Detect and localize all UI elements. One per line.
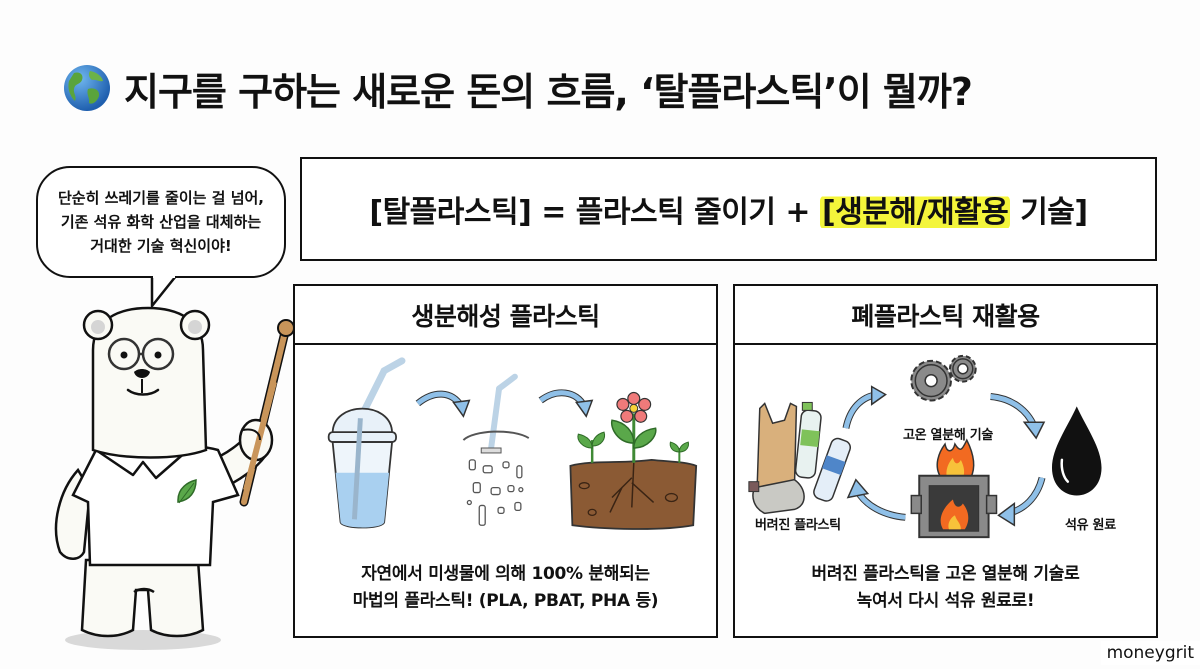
polar-bear-character: [54, 306, 295, 650]
caption-line-1: 자연에서 미생물에 의해 100% 분해되는: [361, 564, 650, 584]
panel-caption: 버려진 플라스틱을 고온 열분해 기술로 녹여서 다시 석유 원료로!: [735, 561, 1156, 615]
label-output: 석유 원료: [1065, 518, 1116, 533]
caption-line-2: 녹여서 다시 석유 원료로!: [856, 591, 1035, 611]
panel-title: 폐플라스틱 재활용: [851, 301, 1040, 331]
waste-plastic-icon: [748, 401, 852, 515]
label-process: 고온 열분해 기술: [903, 428, 994, 443]
furnace-fire-icon: [910, 438, 998, 539]
caption-line-1: 버려진 플라스틱을 고온 열분해 기술로: [811, 564, 1080, 584]
speech-bubble: 단순히 쓰레기를 줄이는 걸 넘어, 기존 석유 화학 산업을 대체하는 거대한…: [36, 166, 286, 278]
speech-bubble-tail: [150, 276, 177, 308]
panel-caption: 자연에서 미생물에 의해 100% 분해되는 마법의 플라스틱! (PLA, P…: [295, 561, 716, 615]
panel-header: 폐플라스틱 재활용: [735, 286, 1156, 345]
label-waste: 버려진 플라스틱: [755, 518, 841, 533]
bubble-line-3: 거대한 기술 혁신이야!: [90, 237, 232, 255]
caption-line-2: 마법의 플라스틱! (PLA, PBAT, PHA 등): [352, 591, 659, 611]
watermark: moneygrit: [1100, 641, 1200, 665]
formula-part-1: [탈플라스틱] = 플라스틱 줄이기 +: [369, 195, 820, 230]
gears-icon: [910, 354, 977, 402]
formula-box: [탈플라스틱] = 플라스틱 줄이기 + [생분해/재활용 기술]: [300, 157, 1157, 261]
bubble-line-1: 단순히 쓰레기를 줄이는 걸 넘어,: [58, 189, 264, 207]
globe-icon: [64, 65, 110, 111]
panel-title: 생분해성 플라스틱: [411, 301, 600, 331]
plastic-cup-icon: [327, 357, 406, 529]
formula-part-2: 기술]: [1010, 195, 1088, 230]
panel-recycling: 폐플라스틱 재활용: [733, 284, 1158, 638]
panel-header: 생분해성 플라스틱: [295, 286, 716, 345]
recycling-cycle-illustration: [748, 354, 1102, 539]
oil-drop-icon: [1051, 406, 1102, 496]
biodegradation-illustration: [327, 357, 698, 530]
title-text: 지구를 구하는 새로운 돈의 흐름, ‘탈플라스틱’이 뭘까?: [124, 69, 973, 114]
fragmenting-straw-icon: [462, 373, 530, 526]
plant-in-soil-icon: [569, 391, 698, 530]
panel-biodegradable: 생분해성 플라스틱: [293, 284, 718, 638]
formula-highlight: [생분해/재활용: [819, 195, 1011, 230]
page-title: 지구를 구하는 새로운 돈의 흐름, ‘탈플라스틱’이 뭘까?: [62, 58, 973, 118]
formula-text: [탈플라스틱] = 플라스틱 줄이기 + [생분해/재활용 기술]: [369, 187, 1088, 231]
bubble-line-2: 기존 석유 화학 산업을 대체하는: [60, 213, 262, 231]
